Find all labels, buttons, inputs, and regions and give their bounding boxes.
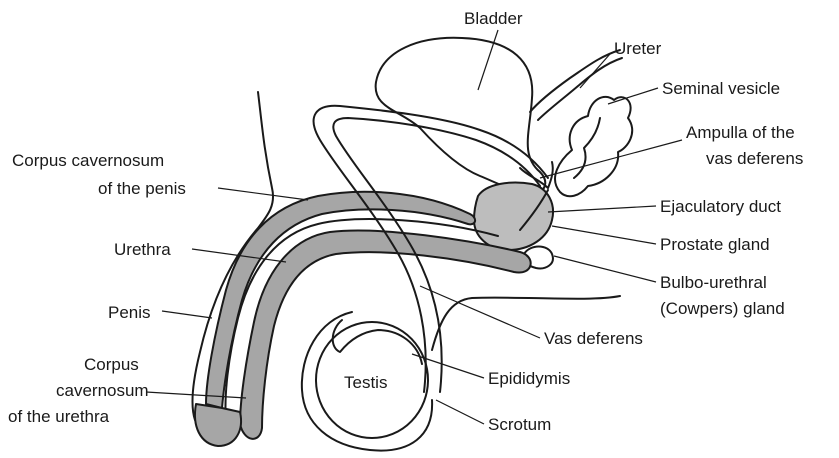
leader-seminal-vesicle — [608, 88, 658, 104]
label-ampulla-2: vas deferens — [706, 149, 803, 168]
label-bulbo-2: (Cowpers) gland — [660, 299, 785, 318]
label-corpus-urethra-1: Corpus — [84, 355, 139, 374]
ureter — [530, 50, 620, 112]
label-urethra: Urethra — [114, 240, 171, 259]
label-corpus-penis-1: Corpus cavernosum — [12, 151, 164, 170]
label-ureter: Ureter — [614, 39, 662, 58]
label-testis: Testis — [344, 373, 387, 392]
seminal-vesicle — [555, 97, 632, 196]
leader-epididymis — [412, 354, 484, 378]
label-corpus-penis-2: of the penis — [98, 179, 186, 198]
label-scrotum: Scrotum — [488, 415, 551, 434]
label-epididymis: Epididymis — [488, 369, 570, 388]
leader-penis — [162, 311, 212, 318]
label-vas-deferens: Vas deferens — [544, 329, 643, 348]
leader-scrotum — [436, 400, 484, 424]
bladder — [376, 38, 546, 193]
label-corpus-urethra-3: of the urethra — [8, 407, 110, 426]
leader-corpus-penis — [218, 188, 308, 200]
label-bulbo-1: Bulbo-urethral — [660, 273, 767, 292]
epididymis — [333, 320, 422, 364]
label-seminal-vesicle: Seminal vesicle — [662, 79, 780, 98]
prostate-gland — [474, 183, 553, 251]
ureter-inner — [538, 58, 622, 120]
label-prostate-gland: Prostate gland — [660, 235, 770, 254]
label-ampulla-1: Ampulla of the — [686, 123, 795, 142]
leader-ejaculatory — [548, 206, 656, 212]
label-penis: Penis — [108, 303, 151, 322]
leader-corpus-urethra — [146, 392, 246, 398]
glans — [195, 404, 241, 446]
label-ejaculatory-duct: Ejaculatory duct — [660, 197, 781, 216]
seminal-vesicle-inner — [574, 118, 600, 178]
leader-bulbo — [554, 256, 656, 282]
leader-prostate — [552, 226, 656, 244]
leader-ureter — [580, 54, 610, 88]
label-bladder: Bladder — [464, 9, 523, 28]
label-corpus-urethra-2: cavernosum — [56, 381, 149, 400]
